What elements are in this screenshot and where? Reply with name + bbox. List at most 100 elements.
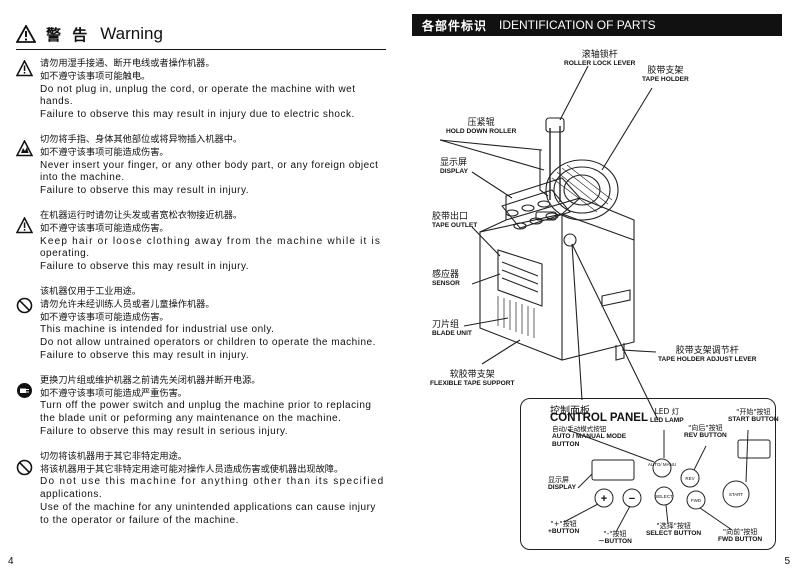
prohibited-icon: [16, 459, 33, 476]
warning-header: 警 告 Warning: [16, 20, 386, 48]
sensor-en: SENSOR: [432, 280, 460, 288]
warning-item: 在机器运行时请勿让头发或者宽松衣物接近机器。 如不遵守该事项可能造成伤害。 Ke…: [16, 210, 386, 274]
warning-text-cn: 切勿将该机器用于其它非特定用途。: [40, 450, 187, 462]
tape-outlet-en: TAPE OUTLET: [432, 222, 478, 230]
warning-item: 切勿将手指、身体其他部位或将异物插入机器中。 如不遵守该事项可能造成伤害。 Ne…: [16, 134, 386, 198]
warning-title-en: Warning: [100, 24, 163, 43]
display-cn: 显示屏: [440, 158, 468, 168]
warning-text-cn: 如不遵守该事项可能造成伤害。: [40, 311, 169, 323]
roller-lock-lever-en: ROLLER LOCK LEVER: [564, 60, 636, 68]
identification-title-cn: 各部件标识: [422, 18, 488, 33]
warning-text-en: Do not plug in, unplug the cord, or oper…: [40, 83, 356, 95]
blade-unit-en: BLADE UNIT: [432, 330, 472, 338]
warning-text-en: Failure to observe this may result in in…: [40, 185, 250, 197]
auto-manual-en2: BUTTON: [552, 441, 580, 449]
right-page: 各部件标识 IDENTIFICATION OF PARTS: [402, 0, 800, 579]
warning-text-en: Failure to observe this may result in in…: [40, 349, 250, 361]
unplug-icon: [17, 382, 32, 398]
warning-text-cn: 更换刀片组或维护机器之前请先关闭机器并断开电源。: [40, 374, 261, 386]
rev-button-en: REV BUTTON: [684, 432, 727, 440]
warning-item: 切勿将该机器用于其它非特定用途。 将该机器用于其它非特定用途可能对操作人员造成伤…: [16, 451, 386, 528]
fwd-button-en: FWD BUTTON: [718, 536, 763, 544]
callout-blade-unit: 刀片组 BLADE UNIT: [432, 320, 472, 338]
panel-display-en: DISPLAY: [548, 484, 576, 492]
warning-text-en: Failure to observe this may result in in…: [40, 261, 250, 273]
warning-list: 请勿用湿手接通、断开电线或者操作机器。 如不遵守该事项可能触电。 Do not …: [16, 58, 386, 528]
warning-text-en: Turn off the power switch and unplug the…: [40, 400, 372, 412]
warning-item: 请勿用湿手接通、断开电线或者操作机器。 如不遵守该事项可能触电。 Do not …: [16, 58, 386, 122]
roller-lock-lever-cn: 滚轴锁杆: [581, 50, 618, 60]
callout-roller-lock-lever: 滚轴锁杆 ROLLER LOCK LEVER: [564, 50, 635, 68]
callout-flexible-tape-support: 软胶带支架 FLEXIBLE TAPE SUPPORT: [430, 370, 515, 388]
warning-text-en: hands.: [40, 96, 74, 108]
hand-hazard-icon: [16, 139, 33, 157]
header-rule: [16, 49, 386, 50]
warning-text-en: Use of the machine for any unintended ap…: [40, 501, 376, 513]
warning-text-cn: 如不遵守该事项可能造成伤害。: [40, 222, 169, 234]
blade-unit-cn: 刀片组: [432, 320, 460, 330]
callout-start-button: "开始"按钮 START BUTTON: [728, 408, 779, 424]
tape-holder-adjust-lever-cn: 胶带支架调节杆: [675, 346, 739, 356]
warning-triangle-icon: [16, 60, 33, 77]
callout-rev-button: "向后"按钮 REV BUTTON: [684, 424, 727, 440]
callout-auto-manual: 自动/手动模式按钮 AUTO / MANUAL MODE BUTTON: [552, 425, 627, 449]
panel-display-cn: 显示屏: [548, 476, 569, 484]
plus-button-cn: "+"按钮: [550, 520, 577, 528]
minus-button-cn: "-"按钮: [603, 530, 627, 538]
warning-text-cn: 如不遵守该事项可能触电。: [40, 70, 151, 82]
callout-tape-holder-adjust-lever: 胶带支架调节杆 TAPE HOLDER ADJUST LEVER: [658, 346, 757, 364]
callout-led-lamp: LED 灯 LED LAMP: [650, 407, 684, 424]
warning-text-cn: 在机器运行时请勿让头发或者宽松衣物接近机器。: [40, 209, 243, 221]
flexible-tape-support-cn: 软胶带支架: [449, 370, 495, 380]
hold-down-roller-cn: 压紧辊: [467, 118, 495, 128]
page-number: 4: [8, 556, 14, 567]
callout-tape-outlet: 胶带出口 TAPE OUTLET: [432, 212, 477, 230]
control-panel-box: [520, 398, 776, 550]
warning-text-en: into the machine.: [40, 172, 125, 184]
callout-panel-display: 显示屏 DISPLAY: [548, 476, 576, 492]
warning-title-cn: 警 告: [46, 25, 91, 44]
minus-button-en: －BUTTON: [598, 538, 632, 546]
warning-triangle-icon: [16, 25, 36, 43]
warning-text-cn: 将该机器用于其它非特定用途可能对操作人员造成伤害或使机器出现故障。: [40, 463, 344, 475]
warning-text-cn: 请勿允许未经训练人员或者儿童操作机器。: [40, 298, 215, 310]
warning-text-cn: 切勿将手指、身体其他部位或将异物插入机器中。: [40, 133, 243, 145]
flexible-tape-support-en: FLEXIBLE TAPE SUPPORT: [430, 380, 515, 388]
fwd-button-cn: "向前"按钮: [722, 528, 758, 536]
display-en: DISPLAY: [440, 168, 468, 176]
warning-item: 该机器仅用于工业用途。 请勿允许未经训练人员或者儿童操作机器。 如不遵守该事项可…: [16, 286, 386, 363]
identification-title-en: IDENTIFICATION OF PARTS: [499, 18, 656, 32]
plus-button-en: +BUTTON: [548, 528, 580, 536]
callout-select-button: "选择"按钮 SELECT BUTTON: [646, 522, 701, 538]
warning-text-en: to the operator or failure of the machin…: [40, 514, 239, 526]
identification-header: 各部件标识 IDENTIFICATION OF PARTS: [412, 14, 782, 36]
warning-text-en: This machine is intended for industrial …: [40, 324, 275, 336]
select-button-cn: "选择"按钮: [656, 522, 691, 530]
callout-plus-button: "+"按钮 +BUTTON: [548, 520, 579, 536]
warning-text-en: Failure to observe this may result in se…: [40, 425, 289, 437]
led-lamp-cn: LED 灯: [654, 407, 680, 416]
warning-text-cn: 该机器仅用于工业用途。: [40, 285, 142, 297]
warning-text-en: Do not allow untrained operators or chil…: [40, 337, 376, 349]
callout-minus-button: "-"按钮 －BUTTON: [598, 530, 632, 546]
warning-item: 更换刀片组或维护机器之前请先关闭机器并断开电源。 如不遵守该事项可能造成严重伤害…: [16, 375, 386, 439]
warning-text-en: operating.: [40, 248, 90, 260]
auto-manual-en1: AUTO / MANUAL MODE: [552, 433, 627, 441]
prohibited-icon: [16, 297, 33, 314]
sensor-cn: 感应器: [432, 270, 460, 280]
callout-display: 显示屏 DISPLAY: [440, 158, 468, 176]
hold-down-roller-en: HOLD DOWN ROLLER: [446, 128, 517, 136]
start-button-cn: "开始"按钮: [736, 408, 771, 416]
rev-button-cn: "向后"按钮: [688, 424, 723, 432]
tape-outlet-cn: 胶带出口: [432, 212, 469, 222]
warning-text-cn: 如不遵守该事项可能造成伤害。: [40, 146, 169, 158]
warning-triangle-icon: [16, 216, 33, 234]
warning-text-en: Do not use this machine for anything oth…: [40, 476, 385, 488]
warning-text-cn: 如不遵守该事项可能造成严重伤害。: [40, 387, 187, 399]
callout-hold-down-roller: 压紧辊 HOLD DOWN ROLLER: [446, 118, 516, 136]
auto-manual-cn: 自动/手动模式按钮: [552, 425, 607, 433]
page-number: 5: [784, 556, 790, 567]
callout-tape-holder: 胶带支架 TAPE HOLDER: [642, 66, 689, 84]
callout-sensor: 感应器 SENSOR: [432, 270, 460, 288]
control-panel-title-cn: 控制面板: [550, 406, 590, 417]
